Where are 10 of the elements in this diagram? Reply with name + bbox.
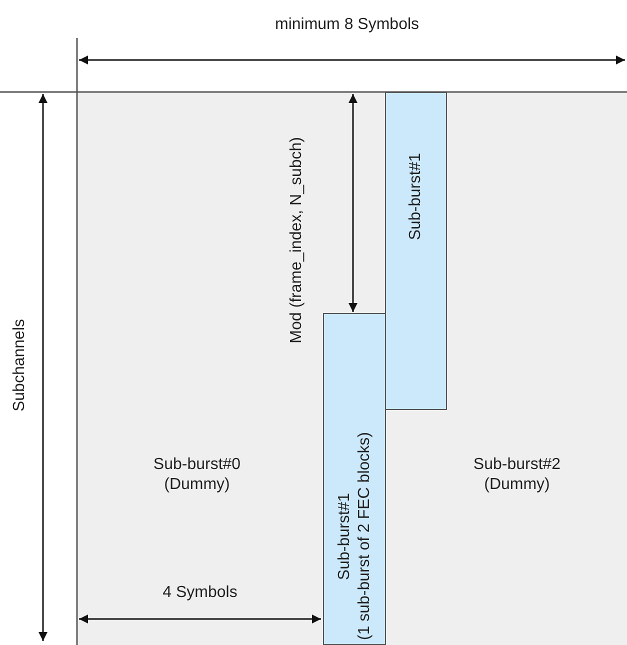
box-label: Sub-burst#1 (406, 153, 425, 240)
axis-label: Subchannels (10, 318, 29, 412)
dimension-label: minimum 8 Symbols (274, 15, 420, 35)
dimension-label: 4 Symbols (162, 583, 238, 603)
sub-burst-box (385, 92, 447, 410)
region-label: Sub-burst#2 (Dummy) (472, 455, 562, 495)
dimension-label: Mod (frame_index, N_subch) (287, 136, 306, 344)
sub-burst-box (323, 313, 386, 645)
region-label: Sub-burst#0 (Dummy) (152, 455, 242, 495)
box-label: Sub-burst#1 (1 sub-burst of 2 FEC blocks) (334, 432, 374, 640)
